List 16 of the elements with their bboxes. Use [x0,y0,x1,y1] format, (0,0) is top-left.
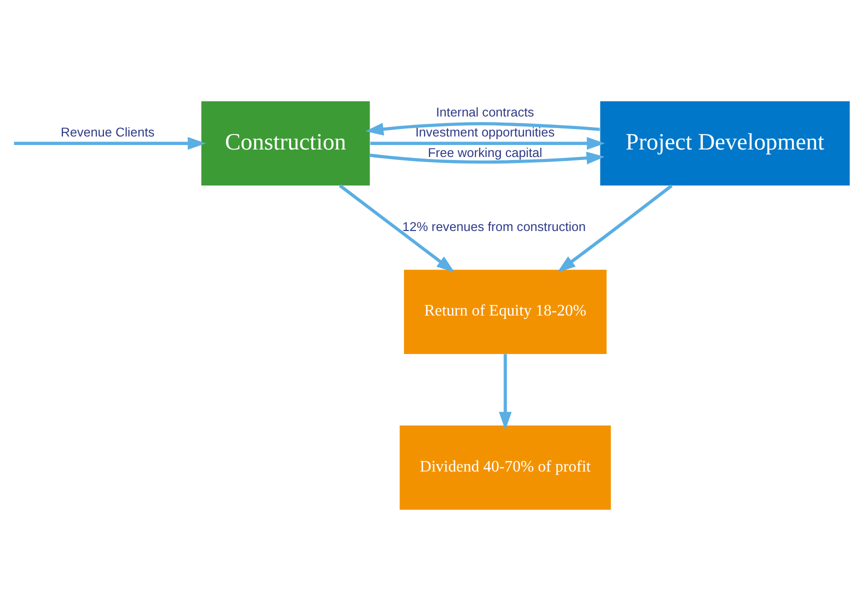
edge-label: Internal contracts [436,104,534,119]
arrow [14,136,206,150]
arrow [370,136,606,150]
edge-label: 12% revenues from construction [402,218,586,234]
edge-label: Revenue Clients [60,124,155,140]
node-box: Dividend 40-70% of profit [400,424,611,510]
arrow [370,151,605,164]
arrow [498,354,512,430]
arrow [365,122,600,135]
edge-label: Free working capital [428,144,542,160]
arrow [338,184,455,272]
arrow [557,184,673,272]
node-box: Construction [201,100,370,186]
node-box: Return of Equity 18-20% [404,269,607,354]
node-box: Project Development [600,100,850,186]
edge-label: Investment opportunities [415,124,555,140]
